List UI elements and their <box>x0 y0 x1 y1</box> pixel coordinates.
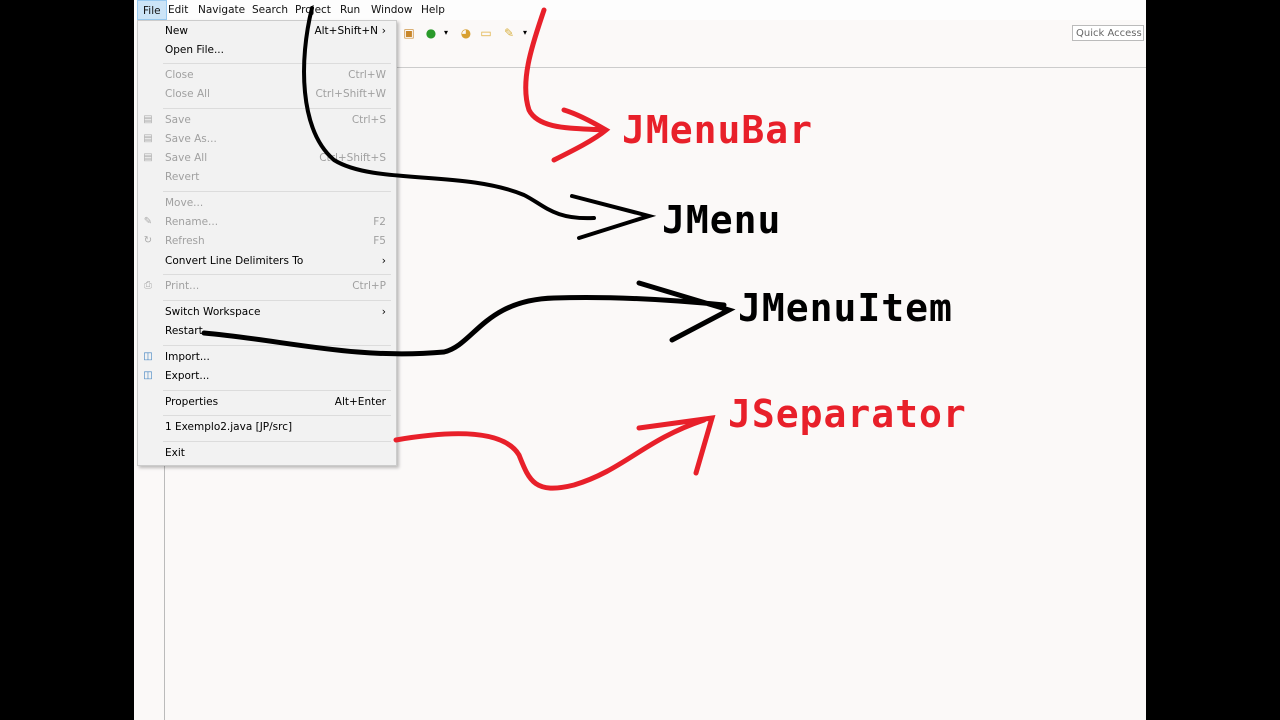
export-icon: ◫ <box>143 370 153 381</box>
open-folder-icon[interactable]: ▭ <box>480 26 492 40</box>
save-all-icon: ▤ <box>143 152 153 163</box>
menu-item-exit[interactable]: Exit <box>138 444 396 463</box>
menu-item-label: Restart <box>165 325 203 337</box>
menu-item-label: Export... <box>165 370 210 382</box>
menu-item-label: New <box>165 25 188 37</box>
menu-item-shortcut: Alt+Shift+N <box>314 25 378 37</box>
menu-item-shortcut: Alt+Enter <box>334 396 386 408</box>
divider <box>164 460 165 720</box>
menu-item-1-exemplo2-java-jp-src[interactable]: 1 Exemplo2.java [JP/src] <box>138 418 396 437</box>
menu-item-close-all[interactable]: Close All Ctrl+Shift+W <box>138 85 396 104</box>
open-type-icon[interactable]: ◕ <box>460 26 472 40</box>
save-as-icon: ▤ <box>143 133 153 144</box>
menu-separator <box>163 300 391 301</box>
eclipse-window: File Edit Navigate Search Project Run Wi… <box>134 0 1146 720</box>
quick-access-input[interactable]: Quick Access <box>1072 25 1144 41</box>
chevron-right-icon: › <box>381 306 386 318</box>
menu-search[interactable]: Search <box>252 4 289 16</box>
menu-item-properties[interactable]: Properties Alt+Enter <box>138 393 396 412</box>
menu-item-rename[interactable]: ✎ Rename... F2 <box>138 213 396 232</box>
menu-item-label: Rename... <box>165 216 219 228</box>
menu-item-print[interactable]: ⎙ Print... Ctrl+P <box>138 277 396 296</box>
annotation-arrow-menubar <box>523 7 611 163</box>
menu-item-label: Save <box>165 114 191 126</box>
menu-item-restart[interactable]: Restart <box>138 322 396 341</box>
menu-window[interactable]: Window <box>371 4 413 16</box>
toolbar: ▣ ● ▾ ◕ ▭ ✎ ▾ Quick Access <box>134 20 1146 48</box>
menu-help[interactable]: Help <box>421 4 445 16</box>
menu-separator <box>163 441 391 442</box>
rename-icon: ✎ <box>143 216 153 227</box>
annotation-layer <box>201 6 736 491</box>
menu-item-revert[interactable]: Revert <box>138 168 396 187</box>
save-icon: ▤ <box>143 114 153 125</box>
annotation-jmenuitem: JMenuItem <box>738 286 953 330</box>
menu-item-new[interactable]: New Alt+Shift+N› <box>138 22 396 41</box>
divider <box>394 67 1146 68</box>
menu-item-shortcut: F2 <box>373 216 386 228</box>
pin-icon[interactable]: ✎ <box>503 26 515 40</box>
menu-item-convert-line-delimiters-to[interactable]: Convert Line Delimiters To › <box>138 252 396 271</box>
menu-item-save[interactable]: ▤ Save Ctrl+S <box>138 111 396 130</box>
menu-item-import[interactable]: ◫ Import... <box>138 348 396 367</box>
menu-item-label: Revert <box>165 171 200 183</box>
menu-item-label: Properties <box>165 396 219 408</box>
menu-item-open-file[interactable]: Open File... <box>138 41 396 60</box>
print-icon: ⎙ <box>144 280 152 291</box>
menu-item-shortcut: Ctrl+S <box>351 114 386 126</box>
menu-edit[interactable]: Edit <box>168 4 189 16</box>
menu-file[interactable]: File <box>137 0 167 20</box>
menu-item-label: Switch Workspace <box>165 306 261 318</box>
menu-item-label: Close <box>165 69 194 81</box>
menu-item-save-as[interactable]: ▤ Save As... <box>138 130 396 149</box>
menu-item-label: Open File... <box>165 44 224 56</box>
annotation-jmenubar: JMenuBar <box>622 108 814 152</box>
menu-item-label: Save As... <box>165 133 217 145</box>
menu-separator <box>163 63 391 64</box>
menu-item-switch-workspace[interactable]: Switch Workspace › <box>138 303 396 322</box>
menu-item-label: Exit <box>165 447 185 459</box>
chevron-right-icon: › <box>381 25 386 37</box>
menu-separator <box>163 390 391 391</box>
menu-item-shortcut: Ctrl+Shift+W <box>315 88 386 100</box>
menu-item-label: Print... <box>165 280 200 292</box>
package-icon[interactable]: ▣ <box>403 26 415 40</box>
menu-separator <box>163 191 391 192</box>
menu-separator <box>163 108 391 109</box>
chevron-right-icon: › <box>381 255 386 267</box>
menu-item-refresh[interactable]: ↻ Refresh F5 <box>138 232 396 251</box>
menu-item-shortcut: Ctrl+P <box>352 280 386 292</box>
menu-item-label: Close All <box>165 88 210 100</box>
menu-item-label: Import... <box>165 351 210 363</box>
menu-item-label: Convert Line Delimiters To <box>165 255 304 267</box>
menu-item-close[interactable]: Close Ctrl+W <box>138 66 396 85</box>
annotation-arrow-menuitem <box>201 280 736 357</box>
menu-separator <box>163 415 391 416</box>
menu-item-shortcut: Ctrl+W <box>348 69 386 81</box>
menu-navigate[interactable]: Navigate <box>198 4 246 16</box>
menu-bar: File Edit Navigate Search Project Run Wi… <box>134 0 1146 20</box>
dropdown-icon[interactable]: ▾ <box>522 28 527 37</box>
refresh-icon: ↻ <box>143 235 153 246</box>
menu-item-label: 1 Exemplo2.java [JP/src] <box>165 421 293 433</box>
menu-item-label: Move... <box>165 197 204 209</box>
menu-item-label: Save All <box>165 152 208 164</box>
run-icon[interactable]: ● <box>425 26 437 40</box>
menu-item-export[interactable]: ◫ Export... <box>138 367 396 386</box>
menu-run[interactable]: Run <box>340 4 361 16</box>
menu-item-label: Refresh <box>165 235 205 247</box>
import-icon: ◫ <box>143 351 153 362</box>
menu-separator <box>163 345 391 346</box>
menu-separator <box>163 274 391 275</box>
annotation-jseparator: JSeparator <box>728 392 967 436</box>
menu-item-move[interactable]: Move... <box>138 194 396 213</box>
menu-item-shortcut: F5 <box>373 235 386 247</box>
dropdown-icon[interactable]: ▾ <box>443 28 448 37</box>
annotation-jmenu: JMenu <box>662 198 782 242</box>
annotation-arrow-separator <box>393 415 716 491</box>
annotation-arrow-menu <box>302 6 657 240</box>
